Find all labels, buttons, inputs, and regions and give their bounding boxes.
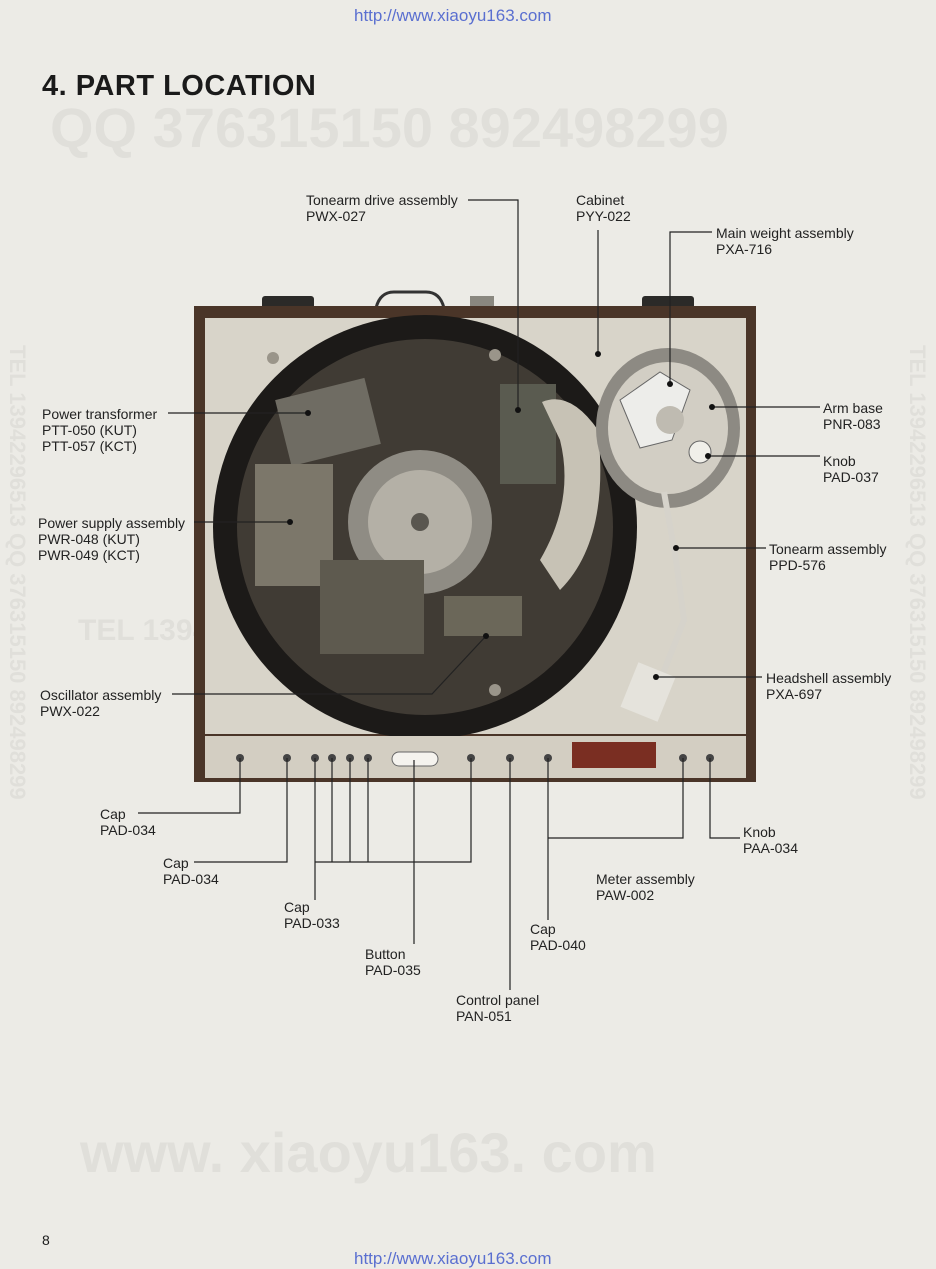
control-board (444, 596, 522, 636)
watermark-bottom: www. xiaoyu163. com (80, 1121, 657, 1184)
screw-2 (489, 349, 501, 361)
oscillator-board (320, 560, 424, 654)
leader-dots (287, 351, 715, 680)
top-handle (374, 290, 446, 309)
power-transformer-block (275, 377, 381, 467)
watermark-top: QQ 376315150 892498299 (50, 96, 729, 159)
header-url-link[interactable]: http://www.xiaoyu163.com (354, 6, 552, 25)
screw-3 (489, 684, 501, 696)
motor-spindle (411, 513, 429, 531)
tonearm-drive-board (500, 384, 556, 484)
meter-window (572, 742, 656, 768)
page-number: 8 (42, 1232, 50, 1248)
top-latch (470, 296, 494, 308)
tonearm-tube (659, 491, 688, 678)
screw-1 (267, 352, 279, 364)
arm-pivot (656, 406, 684, 434)
tonearm-track (540, 399, 601, 590)
arm-knob (688, 440, 712, 464)
page-title: 4. PART LOCATION (42, 70, 317, 102)
leader-lines (138, 199, 820, 990)
control-button-shape (391, 751, 439, 767)
footer-url-link[interactable]: http://www.xiaoyu163.com (354, 1249, 552, 1268)
